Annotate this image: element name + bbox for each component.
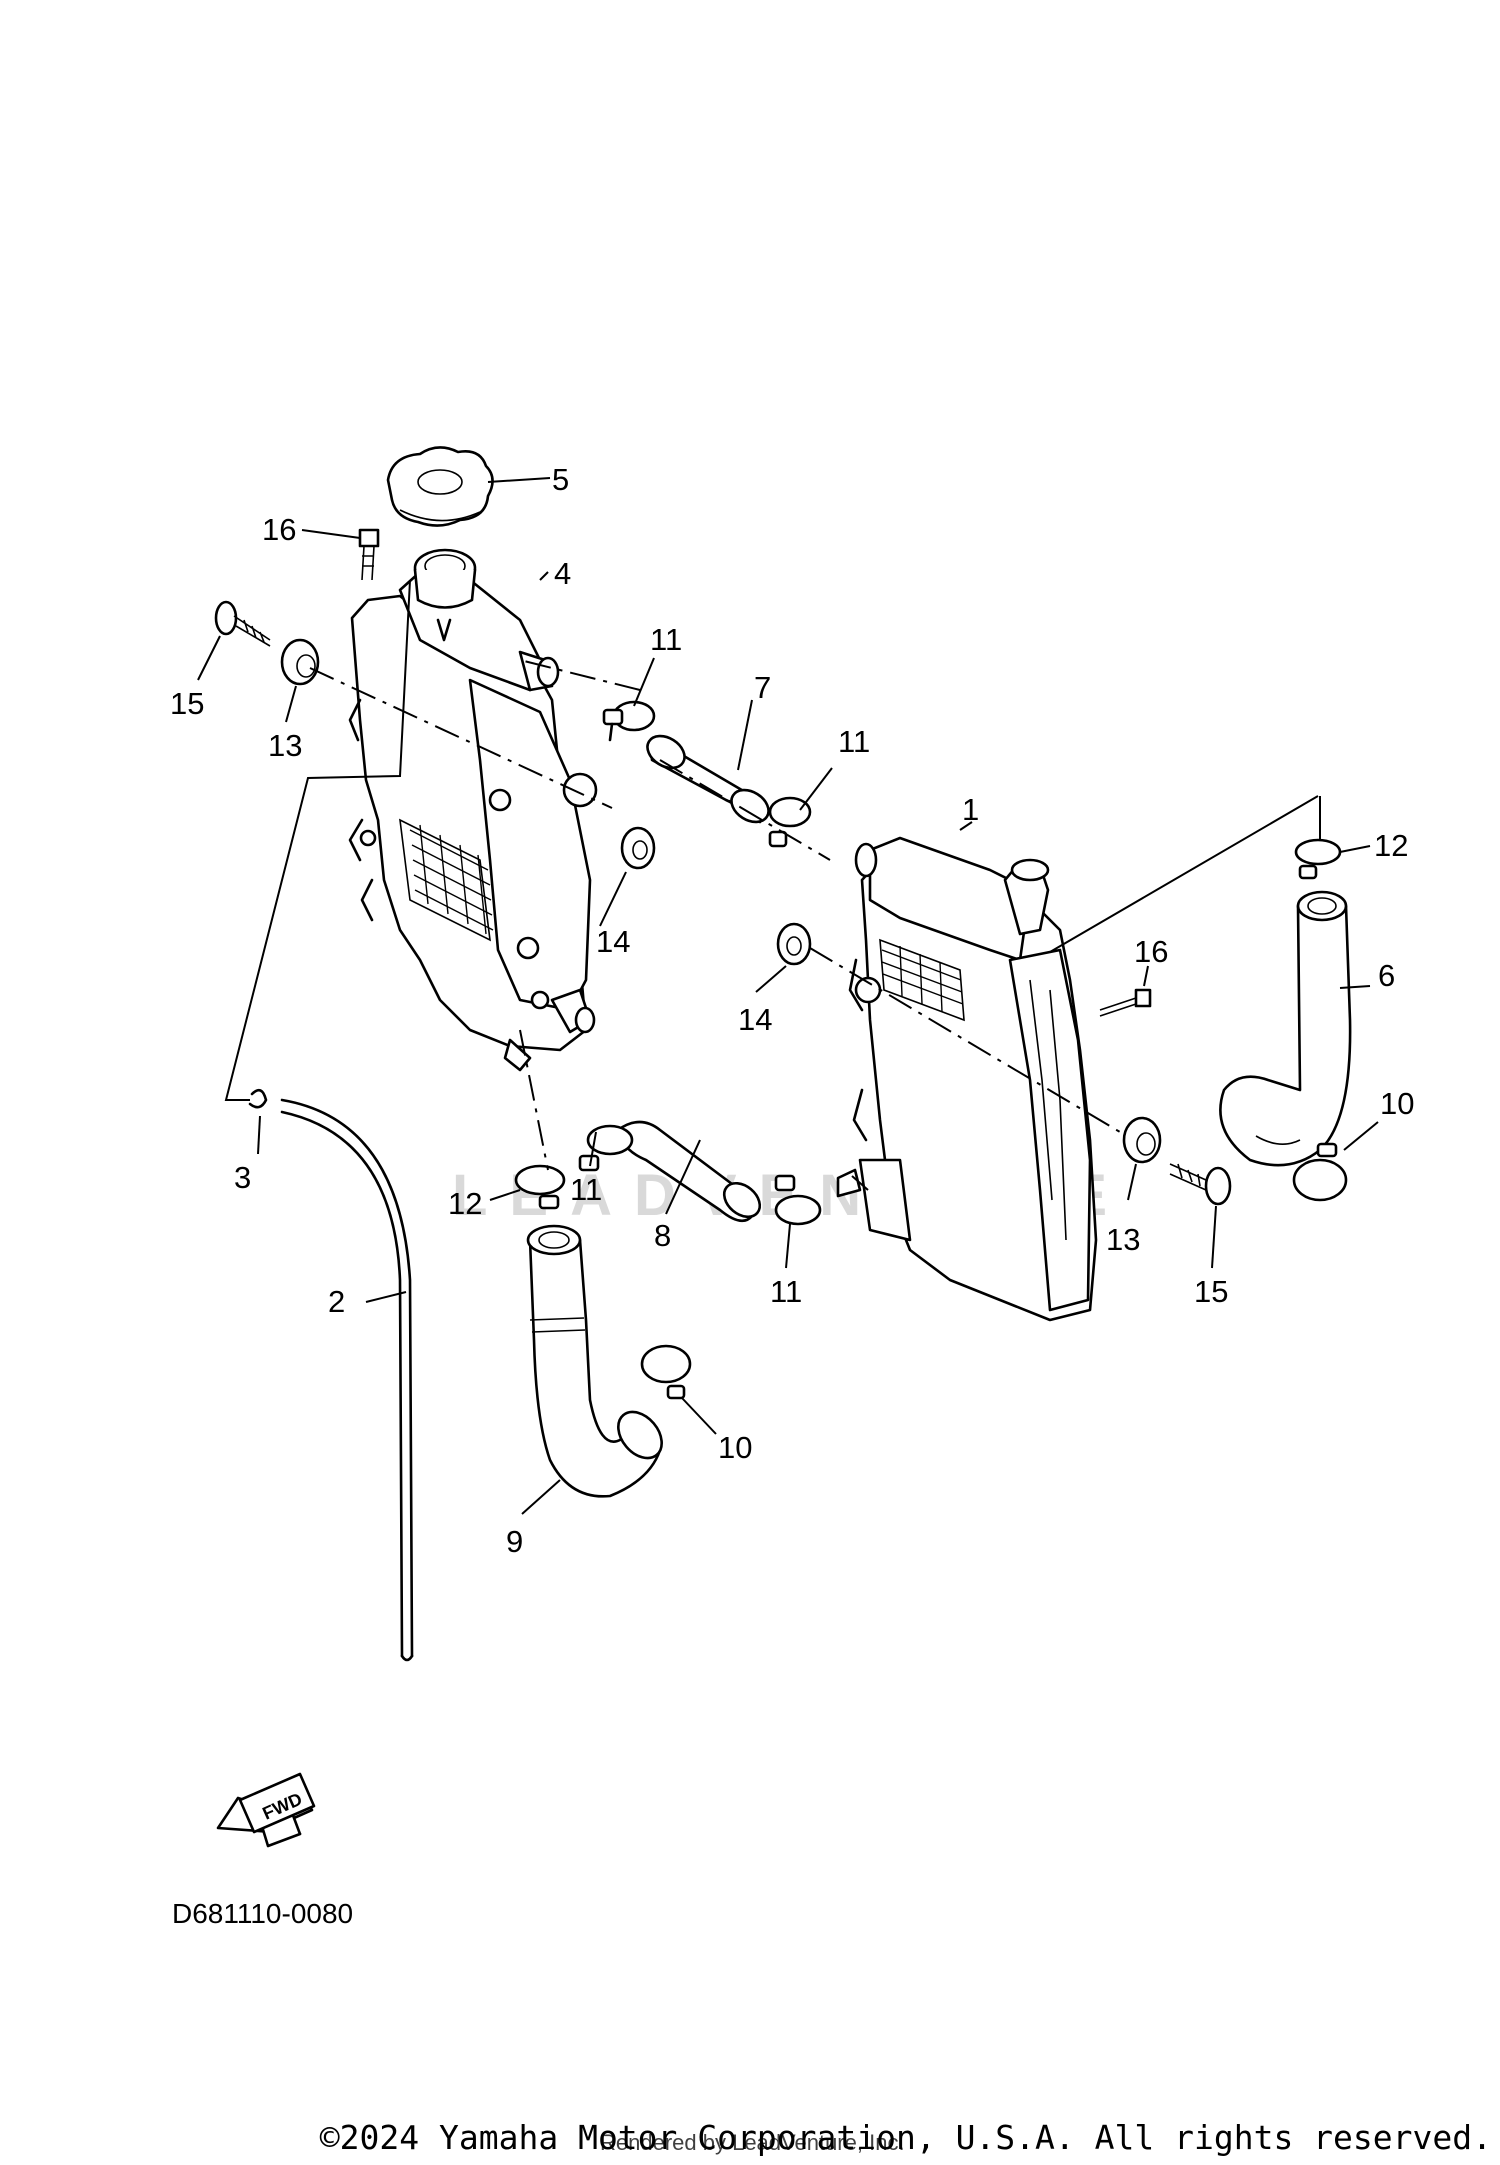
fwd-arrow-icon: FWD (216, 1772, 316, 1848)
callout-11-b: 11 (838, 724, 870, 759)
callout-15-right: 15 (1194, 1274, 1228, 1309)
fasteners (214, 528, 1232, 1206)
callout-9: 9 (506, 1524, 523, 1559)
callout-8: 8 (654, 1218, 671, 1253)
left-radiator (348, 548, 598, 1072)
callout-13-left: 13 (268, 728, 302, 763)
callout-7: 7 (754, 670, 771, 705)
callout-leaders (197, 477, 1379, 1515)
hose-8 (616, 1120, 762, 1223)
callout-6: 6 (1378, 958, 1395, 993)
callout-10-lower: 10 (718, 1430, 752, 1465)
callout-5: 5 (552, 462, 569, 497)
callout-4: 4 (554, 556, 571, 591)
callout-15-left: 15 (170, 686, 204, 721)
callout-14-left: 14 (596, 924, 630, 959)
callout-numbers: 1 2 3 4 5 6 7 8 9 10 10 11 11 11 11 12 1… (170, 462, 1414, 1559)
clamps (514, 700, 1348, 1400)
hose-7 (646, 734, 770, 824)
hose-9 (526, 1224, 663, 1498)
radiator-cap (386, 446, 494, 527)
callout-2: 2 (328, 1284, 345, 1319)
callout-10-right: 10 (1380, 1086, 1414, 1121)
hose-6 (1219, 890, 1352, 1167)
callout-11-d: 11 (770, 1274, 802, 1309)
callout-16-left: 16 (262, 512, 296, 547)
rendered-by-text: Rendered by LeadVenture, Inc. (600, 2130, 905, 2155)
callout-1: 1 (962, 792, 979, 827)
callout-14-right: 14 (738, 1002, 772, 1037)
clip-3 (248, 1088, 268, 1109)
right-radiator (836, 836, 1098, 1322)
copyright-text: ©2024 Yamaha Motor Corporation, U.S.A. A… (319, 2118, 1492, 2157)
callout-13-right: 13 (1106, 1222, 1140, 1257)
callout-11-c: 11 (570, 1172, 602, 1207)
diagram-code: D681110-0080 (172, 1898, 354, 1929)
callout-12-right: 12 (1374, 828, 1408, 863)
reference-lines (224, 579, 1321, 1191)
callout-11-a: 11 (650, 622, 682, 657)
callout-16-right: 16 (1134, 934, 1168, 969)
callout-3: 3 (234, 1160, 251, 1195)
callout-12-left: 12 (448, 1186, 482, 1221)
breather-hose-2 (280, 1098, 414, 1662)
